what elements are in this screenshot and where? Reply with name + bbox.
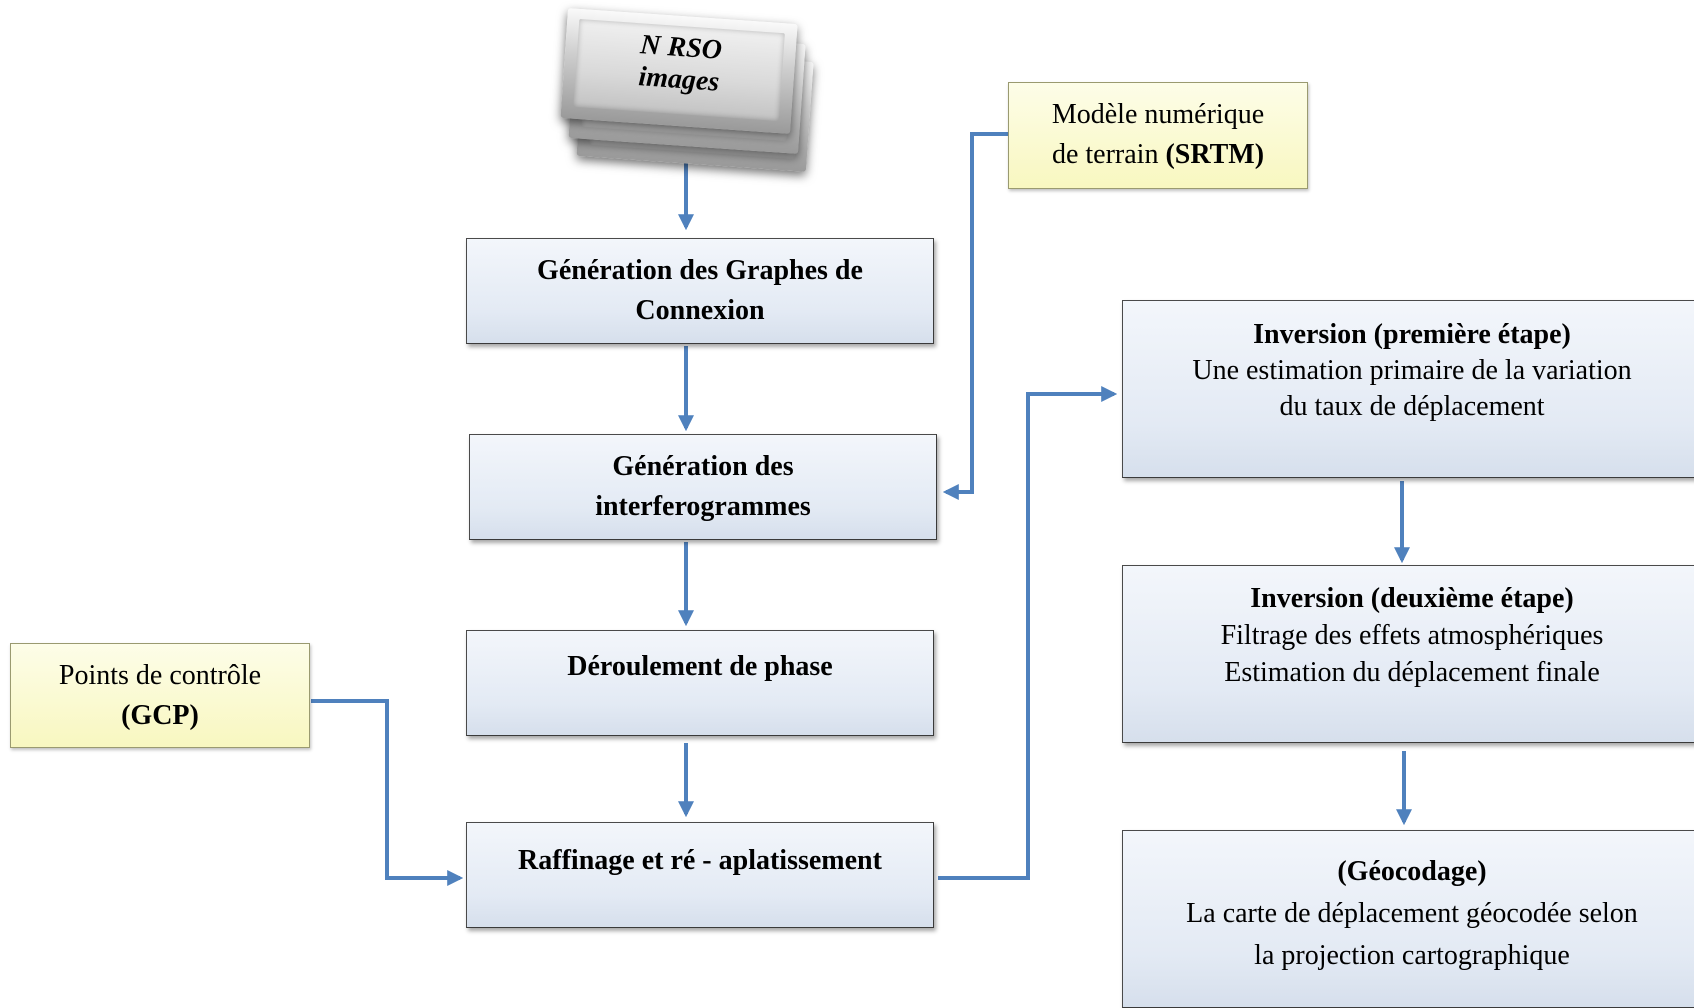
graph-generation-line2: Connexion bbox=[635, 295, 765, 326]
arrow-dem-to-interfero bbox=[942, 132, 1008, 500]
dem-line1: Modèle numérique bbox=[1051, 99, 1265, 130]
graph-generation-box: Génération des Graphes de Connexion bbox=[466, 238, 934, 344]
geocoding-line1: La carte de déplacement géocodée selon bbox=[1186, 898, 1638, 929]
inversion-first-title: Inversion (première étape) bbox=[1253, 319, 1571, 350]
image-stack: N RSO images bbox=[556, 8, 856, 180]
inversion-first-line2: du taux de déplacement bbox=[1279, 391, 1545, 422]
inversion-first-line1: Une estimation primaire de la variation bbox=[1192, 355, 1632, 386]
inversion-second-line1: Filtrage des effets atmosphériques bbox=[1220, 620, 1604, 651]
inversion-first-box: Inversion (première étape) Une estimatio… bbox=[1122, 300, 1694, 478]
geocoding-line2: la projection cartographique bbox=[1254, 940, 1570, 971]
arrow-gcp-to-refine bbox=[311, 699, 464, 886]
inversion-second-line2: Estimation du déplacement finale bbox=[1224, 657, 1600, 688]
refinement-box: Raffinage et ré - aplatissement bbox=[466, 822, 934, 928]
inversion-second-box: Inversion (deuxième étape) Filtrage des … bbox=[1122, 565, 1694, 743]
dem-line2: de terrain (SRTM) bbox=[1009, 135, 1307, 175]
gcp-line1: Points de contrôle bbox=[58, 660, 262, 691]
graph-generation-line1: Génération des Graphes de bbox=[537, 255, 863, 286]
arrow-refine-to-inversion1 bbox=[938, 386, 1118, 880]
geocoding-title: (Géocodage) bbox=[1337, 856, 1487, 887]
dem-line2-bold: (SRTM) bbox=[1165, 139, 1265, 170]
interferogram-line2: interferogrammes bbox=[595, 491, 811, 522]
gcp-line2: (GCP) bbox=[121, 700, 199, 731]
interferogram-line1: Génération des bbox=[612, 451, 794, 482]
geocoding-box: (Géocodage) La carte de déplacement géoc… bbox=[1122, 830, 1694, 1008]
dem-input-box: Modèle numérique de terrain (SRTM) bbox=[1008, 82, 1308, 189]
phase-unwrapping-box: Déroulement de phase bbox=[466, 630, 934, 736]
dem-line2-plain: de terrain bbox=[1051, 139, 1166, 170]
interferogram-box: Génération des interferogrammes bbox=[469, 434, 937, 540]
inversion-second-title: Inversion (deuxième étape) bbox=[1250, 583, 1574, 614]
refinement-line1: Raffinage et ré - aplatissement bbox=[518, 845, 882, 876]
gcp-input-box: Points de contrôle (GCP) bbox=[10, 643, 310, 748]
phase-unwrapping-line1: Déroulement de phase bbox=[567, 651, 833, 682]
